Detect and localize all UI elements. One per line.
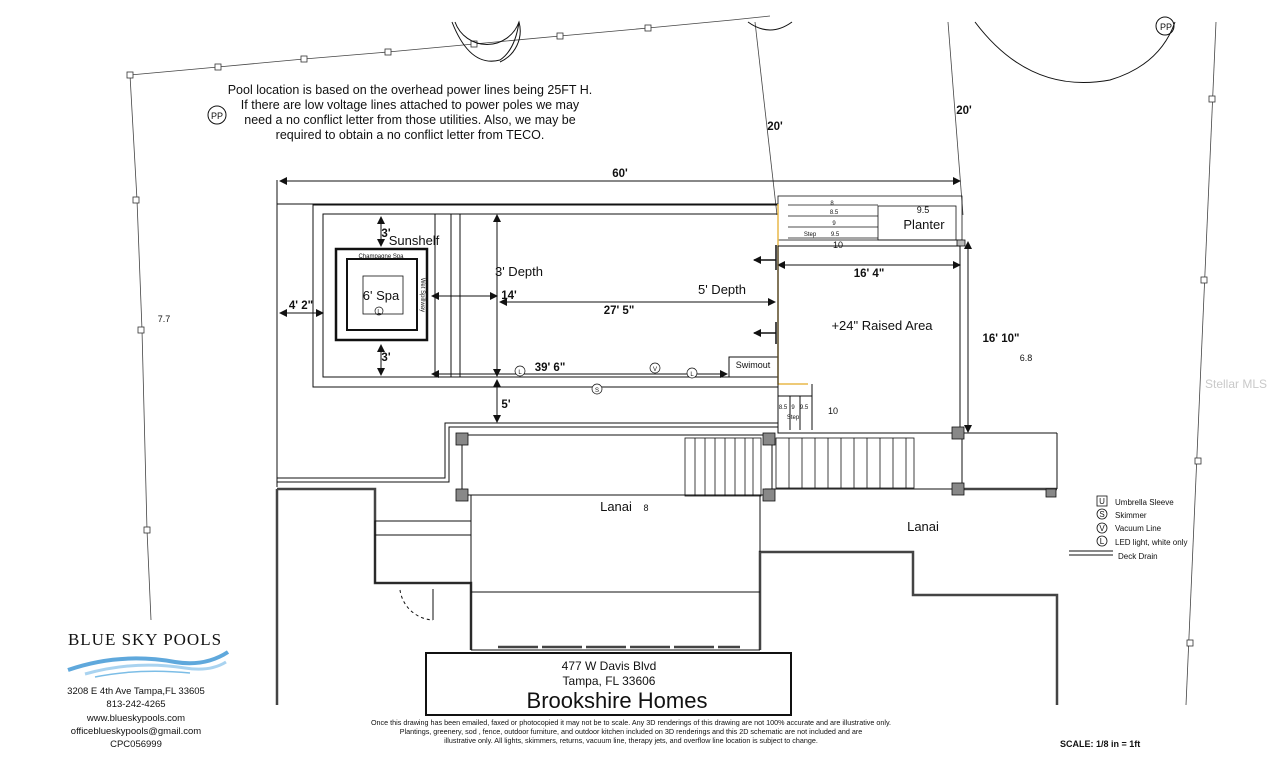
boundary-markers [126,24,1216,647]
wall-arrows [753,245,777,344]
champagne-spa-label: Champagne Spa [358,254,404,260]
note-line-3: need a no conflict letter from those uti… [244,113,575,127]
skimmer-icon [1096,508,1108,520]
light-symbol-2: L [690,372,694,378]
company-address: 3208 E 4th Ave Tampa,FL 33605 [67,686,205,697]
legend-symbol-l: L [1100,537,1105,546]
side-10-label: 10 [828,406,838,416]
overall-width-label: 60' [612,168,628,180]
title-block: 477 W Davis Blvd Tampa, FL 33606 Brooksh… [425,652,792,716]
power-pole-icon [207,105,227,125]
disclaimer-line-1: Once this drawing has been emailed, faxe… [371,718,891,727]
spa [334,247,429,342]
tree-canopies [451,16,1176,84]
legend-text-s: Skimmer [1115,511,1147,520]
step-word: Step [804,232,817,238]
pool-27-dim: 27' 5" [604,305,635,317]
raised-area-label: +24" Raised Area [831,318,933,333]
side-step-word: Step [787,415,800,421]
legend-text-u: Umbrella Sleeve [1115,498,1174,507]
columns [455,426,1057,502]
lanai-right-label: Lanai [907,519,939,534]
company-email: officeblueskypools@gmail.com [71,726,201,737]
disclaimer-line-3: illustrative only. All lights, skimmers,… [444,736,818,745]
side-step-85: 8.5 [779,405,788,411]
light-icon [1096,535,1108,547]
setback-left-label: 20' [767,121,783,133]
note-line-4: required to obtain a no conflict letter … [276,128,545,142]
legend-text-v: Vacuum Line [1115,524,1162,533]
spa-light-symbol: L [377,310,381,316]
power-pole-label: PP [211,111,223,121]
lot-right-label: 6.8 [1020,353,1033,363]
sunshelf-label: Sunshelf [389,233,440,248]
depth-5-label: 5' Depth [698,282,746,297]
raised-depth-dim: 16' 10" [983,333,1020,345]
title-client: Brookshire Homes [527,688,708,713]
steps-planter [777,195,966,247]
deck-outline [276,180,779,487]
step-label-85: 8.5 [830,210,839,216]
vacuum-symbol: V [653,367,657,373]
spa-top-dim: 3' [381,228,390,240]
company-name: BLUE SKY POOLS [68,630,222,649]
planter-95-label: 9.5 [917,205,930,215]
pool-dimensions [279,214,972,433]
title-address2: Tampa, FL 33606 [563,674,656,688]
planter-label: Planter [903,217,945,232]
spillway-label: Wet Spillway [419,278,425,312]
company-phone: 813-242-4265 [106,699,165,710]
vacuum-icon [1096,522,1108,534]
pool-house-dim: 5' [501,399,510,411]
side-step-9: 9 [791,405,795,411]
legend-text-l: LED light, white only [1115,538,1187,547]
company-license: CPC056999 [110,739,162,750]
raised-width-dim: 16' 4" [854,268,885,280]
wave-logo-icon [67,650,230,678]
lanai-stairs [684,437,915,497]
company-block: BLUE SKY POOLS 3208 E 4th Ave Tampa,FL 3… [67,630,230,750]
lanai-main-label: Lanai [600,499,632,514]
spa-light-icon [374,306,384,316]
skimmer-symbol: S [595,388,599,394]
lanai-main [374,432,1058,651]
step-label-10: 10 [833,240,843,250]
step-label-9: 9 [832,221,836,227]
disclaimer-line-2: Plantings, greenery, sod , fence, outdoo… [400,727,863,736]
spa-label: 6' Spa [363,288,400,303]
lanai-main-number: 8 [643,503,648,513]
pole-symbol: PP [1160,22,1172,32]
pool-lights [514,362,698,395]
raised-wall-edge [777,204,808,385]
note-line-2: If there are low voltage lines attached … [241,98,580,112]
umbrella-sleeve-icon [1096,495,1108,507]
step-label-8: 8 [830,201,834,207]
light-symbol-1: L [518,370,522,376]
setback-right-label: 20' [956,105,972,117]
lot-left-label: 7.7 [158,314,171,324]
depth-3-label: 3' Depth [495,264,543,279]
legend-text-drain: Deck Drain [1118,552,1158,561]
legend-symbol-v: V [1099,524,1105,533]
legend-symbol-u: U [1099,497,1105,506]
pool-14-dim: 14' [501,290,517,302]
scale-label: SCALE: 1/8 in = 1ft [1060,739,1140,749]
spa-bottom-dim: 3' [381,352,390,364]
title-address1: 477 W Davis Blvd [562,659,657,673]
legend: U Umbrella Sleeve S Skimmer V Vacuum Lin… [1069,495,1187,561]
side-step-95: 9.5 [800,405,809,411]
note-line-1: Pool location is based on the overhead p… [228,83,593,97]
company-web: www.blueskypools.com [86,713,185,724]
watermark: Stellar MLS [1205,377,1267,391]
swimout-label: Swimout [736,360,771,370]
pool-39-dim: 39' 6" [535,362,566,374]
left-offset-dim: 4' 2" [289,300,313,312]
legend-symbol-s: S [1099,510,1104,519]
power-line-note: PP Pool location is based on the overhea… [207,83,593,142]
step-label-95: 9.5 [831,232,840,238]
